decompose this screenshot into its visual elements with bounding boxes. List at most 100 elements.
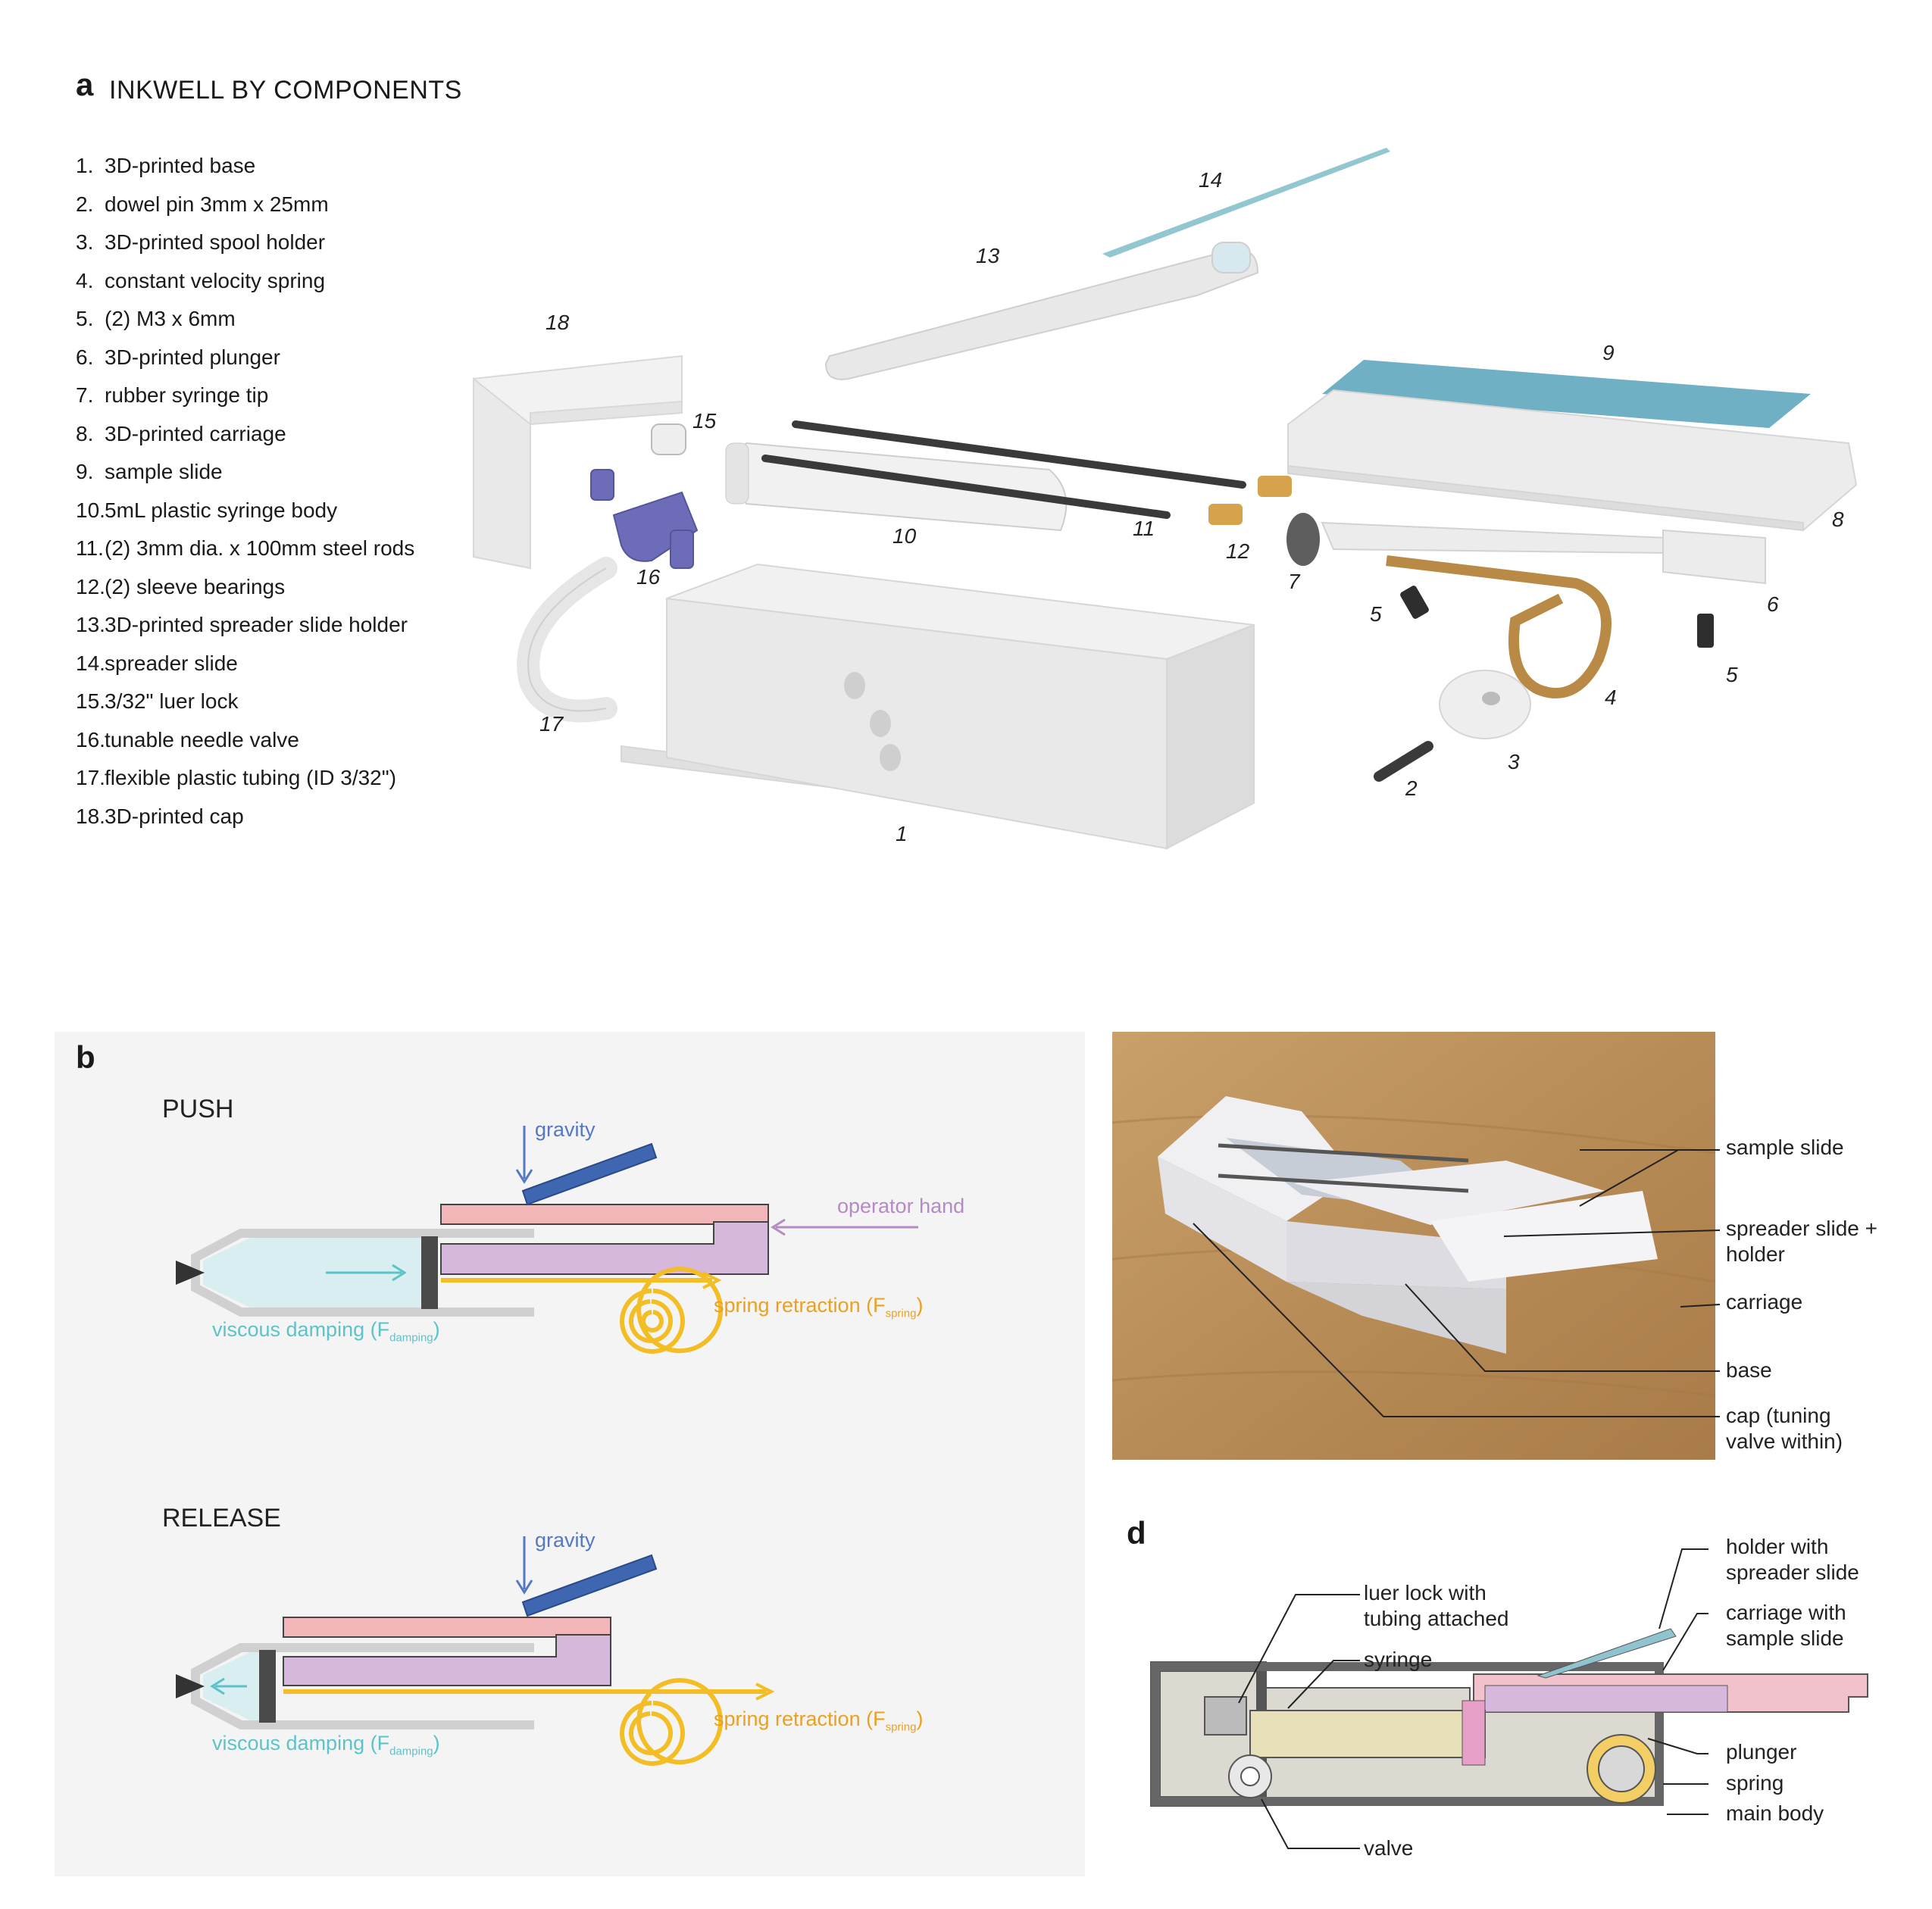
release-spreader-slide — [521, 1554, 658, 1617]
component-label: 3D-printed cap — [105, 804, 244, 828]
component-label: rubber syringe tip — [105, 383, 269, 407]
push-carriage — [440, 1204, 769, 1275]
component-list-item: 4.constant velocity spring — [76, 262, 414, 301]
part-tag: 15 — [692, 409, 717, 433]
component-label: (2) sleeve bearings — [105, 574, 286, 598]
component-label: sample slide — [105, 460, 223, 483]
component-label: spreader slide — [105, 651, 238, 675]
part-tag: 1 — [896, 822, 908, 845]
component-list-item: 11.(2) 3mm dia. x 100mm steel rods — [76, 530, 414, 568]
component-list-item: 17.flexible plastic tubing (ID 3/32") — [76, 759, 414, 798]
component-label: tunable needle valve — [105, 727, 299, 751]
part-tag: 11 — [1133, 517, 1155, 540]
component-label: 3D-printed spreader slide holder — [105, 613, 408, 636]
component-label: 3/32" luer lock — [105, 689, 239, 713]
component-list-item: 1. 3D-printed base — [76, 147, 414, 186]
component-number: 1. — [76, 154, 94, 177]
part-tag: 14 — [1199, 168, 1223, 192]
push-gravity-label: gravity — [535, 1118, 596, 1141]
push-syringe — [176, 1229, 534, 1317]
dowel-pin-part — [1374, 741, 1433, 782]
part-tag: 5 — [1726, 663, 1738, 686]
component-label: 3D-printed plunger — [105, 345, 280, 369]
part-tag: 10 — [893, 524, 917, 548]
push-spring-coil — [620, 1267, 724, 1354]
component-label: 3D-printed base — [105, 154, 256, 177]
steel-rod-part — [761, 455, 1171, 519]
component-number: 2. — [76, 192, 94, 216]
part-tag: 3 — [1508, 750, 1520, 773]
callout-sample-slide: sample slide — [1726, 1136, 1844, 1159]
component-list-item: 3.3D-printed spool holder — [76, 223, 414, 262]
component-label: 3D-printed carriage — [105, 421, 286, 445]
screw-part — [1697, 614, 1714, 648]
callout-valve: valve — [1364, 1836, 1414, 1860]
exploded-view-illustration — [473, 148, 1858, 850]
callout-main-body: main body — [1726, 1801, 1824, 1825]
callout-base: base — [1726, 1358, 1772, 1382]
component-label: flexible plastic tubing (ID 3/32") — [105, 766, 397, 789]
component-list-item: 10.5mL plastic syringe body — [76, 492, 414, 530]
component-list-item: 18.3D-printed cap — [76, 798, 414, 836]
component-label: 3D-printed spool holder — [105, 230, 326, 254]
callout-carriage-with-sample: carriage with sample slide — [1726, 1601, 1846, 1650]
spool-holder-part — [1439, 670, 1531, 739]
callout-luer-lock: luer lock with tubing attached — [1364, 1581, 1509, 1630]
part-tag: 13 — [976, 244, 1000, 267]
device-photo — [1112, 1032, 1715, 1460]
component-list-item: 9.sample slide — [76, 453, 414, 492]
push-spring-retraction-label: spring retraction (Fspring) — [714, 1294, 924, 1320]
component-list: 1. 3D-printed base 2. dowel pin 3mm x 25mm 3… — [76, 147, 414, 836]
spreader-slide-part — [1102, 148, 1390, 258]
carriage-part — [1287, 389, 1858, 532]
part-tag: 17 — [539, 712, 564, 736]
luer-lock-part — [651, 423, 686, 455]
component-label: (2) M3 x 6mm — [105, 307, 236, 330]
part-tag: 9 — [1602, 341, 1615, 364]
rubber-tip-part — [1286, 513, 1320, 566]
part-tag: 7 — [1288, 570, 1300, 593]
component-number: 12. — [76, 574, 105, 598]
component-number: 16. — [76, 727, 105, 751]
release-syringe — [176, 1643, 534, 1729]
callout-holder-with-spreader: holder with spreader slide — [1726, 1535, 1859, 1584]
sleeve-bearing-part — [1208, 504, 1243, 525]
force-diagram — [176, 1126, 918, 1766]
component-number: 13. — [76, 613, 105, 636]
callout-spreader-holder: spreader slide + holder — [1726, 1217, 1878, 1266]
component-number: 6. — [76, 345, 94, 369]
panel-a-title: INKWELL BY COMPONENTS — [109, 76, 462, 105]
release-spring-retraction-label: spring retraction (Fspring) — [714, 1707, 924, 1734]
component-number: 18. — [76, 804, 105, 828]
base-part — [621, 563, 1255, 850]
panel-a-letter: a — [76, 67, 94, 102]
sample-slide-part — [1322, 360, 1811, 428]
release-carriage — [283, 1617, 611, 1686]
component-label: dowel pin 3mm x 25mm — [105, 192, 329, 216]
component-label: 5mL plastic syringe body — [105, 498, 338, 522]
release-spring-coil — [620, 1678, 724, 1766]
sleeve-bearing-part — [1258, 476, 1292, 497]
release-label: RELEASE — [162, 1504, 281, 1533]
component-number: 15. — [76, 689, 105, 713]
component-list-item: 6. 3D-printed plunger — [76, 339, 414, 377]
push-operator-hand-label: operator hand — [837, 1195, 965, 1217]
panel-d-letter: d — [1127, 1515, 1146, 1551]
component-number: 11. — [76, 536, 104, 560]
steel-rod-part — [792, 420, 1246, 489]
release-viscous-damping-label: viscous damping (Fdamping) — [212, 1732, 440, 1758]
component-label: (2) 3mm dia. x 100mm steel rods — [105, 536, 415, 560]
plunger-part — [1321, 521, 1766, 585]
push-label: PUSH — [162, 1095, 234, 1123]
push-spreader-slide — [521, 1142, 658, 1206]
part-tag: 2 — [1405, 776, 1418, 800]
component-list-item: 14.spreader slide — [76, 645, 414, 683]
callout-carriage: carriage — [1726, 1290, 1803, 1314]
component-number: 4. — [76, 268, 94, 292]
part-tag: 6 — [1767, 592, 1779, 616]
part-tag: 18 — [546, 311, 570, 334]
component-number: 8. — [76, 421, 94, 445]
callout-cap: cap (tuning valve within) — [1726, 1404, 1843, 1453]
callout-syringe: syringe — [1364, 1648, 1433, 1671]
